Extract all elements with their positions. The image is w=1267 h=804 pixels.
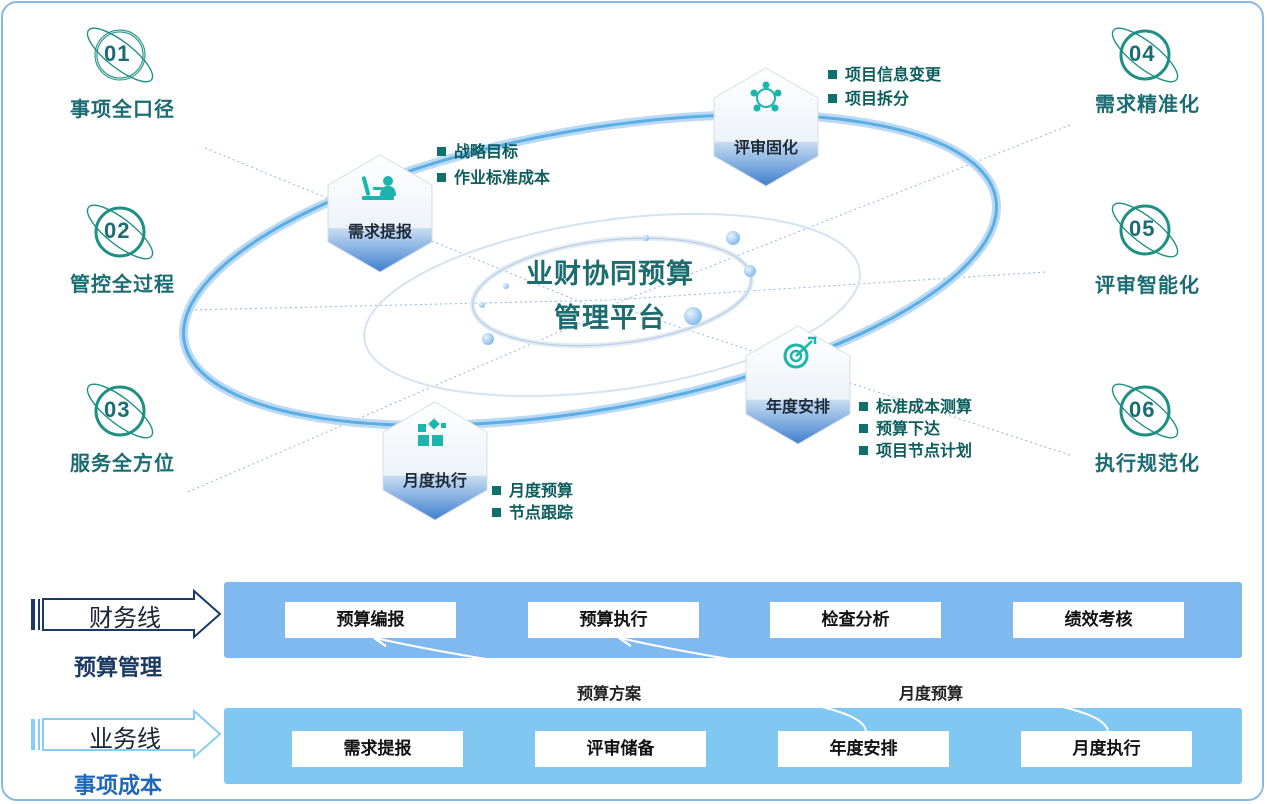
team-meeting-icon: [750, 81, 782, 112]
hex-label-review: 评审固化: [733, 140, 798, 157]
target-icon: [783, 336, 817, 369]
hex-label-annual: 年度安排: [765, 399, 830, 416]
bullet-item: 作业标准成本: [437, 166, 550, 192]
business-step-4: 月度执行: [1021, 731, 1192, 767]
tag-label-05: 评审智能化: [1095, 275, 1200, 297]
finance-step-4: 绩效考核: [1013, 602, 1184, 638]
hex-label-demand: 需求提报: [347, 224, 412, 241]
finance-line-arrow: [31, 588, 222, 640]
business-step-1: 需求提报: [292, 731, 463, 767]
person-desk-icon: [361, 176, 396, 200]
tag-number-06: 06: [1129, 397, 1156, 422]
business-sub-label: 事项成本: [74, 773, 163, 798]
tag-label-03: 服务全方位: [70, 453, 175, 475]
business-line-arrow: [31, 708, 222, 760]
bullet-item: 月度预算: [492, 481, 573, 503]
bullets-demand: 战略目标 作业标准成本: [437, 140, 550, 192]
bullet-item: 预算下达: [859, 419, 972, 441]
bullet-item: 项目拆分: [828, 88, 941, 112]
business-step-3: 年度安排: [778, 731, 949, 767]
bullet-item: 节点跟踪: [492, 503, 573, 525]
bullet-item: 项目节点计划: [859, 441, 972, 463]
tag-number-02: 02: [104, 218, 131, 243]
bullet-item: 项目信息变更: [828, 64, 941, 88]
platform-title: 业财协同预算 管理平台: [526, 259, 694, 333]
flow-label-plan: 预算方案: [577, 686, 642, 703]
bullet-item: 标准成本测算: [859, 397, 972, 419]
tag-number-04: 04: [1129, 41, 1156, 66]
bullet-item: 战略目标: [437, 140, 550, 166]
hex-shapes: [327, 67, 851, 521]
bullets-monthly: 月度预算 节点跟踪: [492, 481, 573, 525]
tag-number-03: 03: [104, 397, 131, 422]
tag-label-06: 执行规范化: [1095, 453, 1200, 475]
tag-label-02: 管控全过程: [70, 274, 175, 296]
finance-line-label: 财务线: [89, 605, 161, 632]
bullets-annual: 标准成本测算 预算下达 项目节点计划: [859, 397, 972, 463]
tag-label-04: 需求精准化: [1095, 94, 1200, 116]
hex-label-monthly: 月度执行: [402, 473, 467, 490]
finance-sub-label: 预算管理: [74, 655, 163, 680]
finance-step-2: 预算执行: [528, 602, 699, 638]
tag-number-05: 05: [1129, 216, 1156, 241]
planet-tags: [86, 27, 1179, 439]
tag-number-01: 01: [104, 41, 131, 66]
finance-step-3: 检查分析: [770, 602, 941, 638]
flow-label-monthly: 月度预算: [899, 686, 964, 703]
bullets-review: 项目信息变更 项目拆分: [828, 64, 941, 112]
business-line-label: 业务线: [89, 726, 161, 753]
business-step-2: 评审储备: [535, 731, 706, 767]
blocks-icon: [418, 418, 446, 446]
tag-label-01: 事项全口径: [70, 99, 175, 121]
finance-step-1: 预算编报: [285, 602, 456, 638]
